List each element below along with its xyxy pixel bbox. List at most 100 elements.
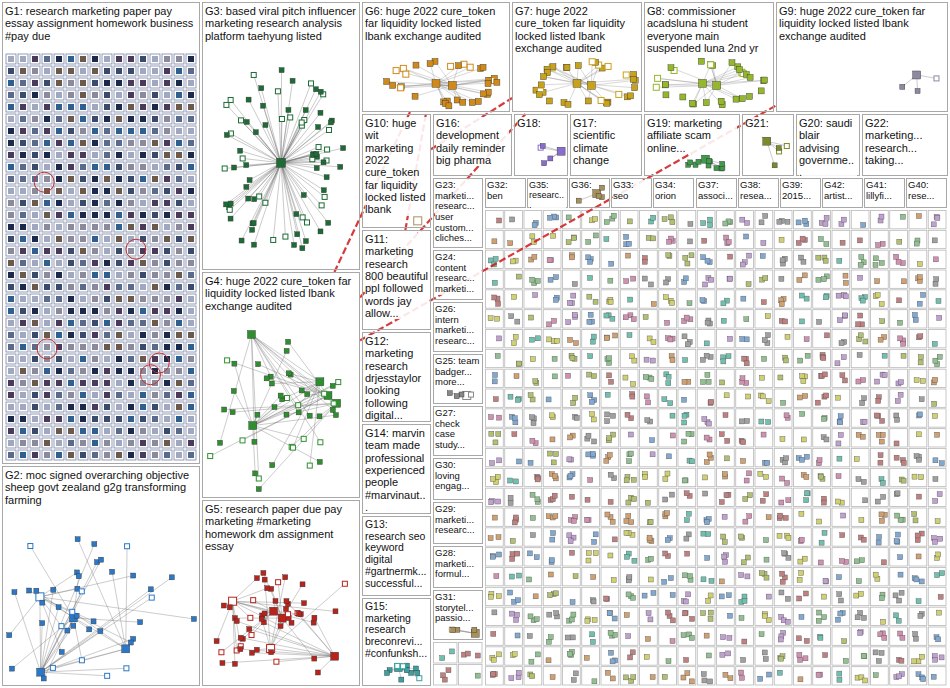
small-group-cell [543,250,561,268]
network-vertex [269,381,274,386]
vertex-tile [138,270,148,280]
vertex-tile [54,114,64,124]
network-edge [289,373,320,381]
vertex-image [116,368,122,374]
network-vertex [224,102,229,107]
vertex-image [20,212,26,218]
network-edge [254,163,281,223]
vertex-tile [42,294,52,304]
network-vertex [541,74,547,80]
vertex-tile [30,198,40,208]
network-vertex [587,81,595,89]
vertex-image [176,68,182,74]
vertex-image [176,344,182,350]
vertex-tile [102,414,112,424]
vertex-image [140,200,146,206]
network-vertex [71,623,76,628]
vertex-tile [114,150,124,160]
network-vertex [746,93,752,99]
vertex-image [92,392,98,398]
network-edge [251,334,258,478]
vertex-tile [138,390,148,400]
network-vertex [28,544,33,549]
vertex-tile [186,186,196,196]
vertex-tile [78,282,88,292]
vertex-tile [174,282,184,292]
network-vertex [284,348,289,353]
vertex-tile [114,354,124,364]
network-vertex [307,463,312,468]
vertex-tile [150,402,160,412]
small-group-cell [890,211,908,229]
network-vertex [460,99,466,105]
vertex-image [32,200,38,206]
network-vertex [309,81,314,86]
network-vertex [776,146,781,151]
network-vertex [454,394,459,399]
small-group-cell [851,211,869,229]
network-edge [41,544,95,672]
small-group-cell [794,230,812,248]
vertex-tile [42,90,52,100]
network-edge [276,656,334,661]
vertex-image [152,212,158,218]
vertex-tile [162,318,172,328]
vertex-image [68,128,74,134]
vertex-image [44,236,50,242]
vertex-image [92,92,98,98]
vertex-image [80,308,86,314]
vertex-tile [174,318,184,328]
vertex-tile [54,402,64,412]
vertex-tile [18,66,28,76]
vertex-tile [186,198,196,208]
highlight-ring [126,239,146,259]
network-edge [396,71,452,86]
vertex-image [104,428,110,434]
vertex-tile [30,114,40,124]
vertex-tile [42,414,52,424]
vertex-tile [66,210,76,220]
vertex-tile [174,150,184,160]
vertex-tile [102,174,112,184]
vertex-image [8,116,14,122]
network-vertex [747,74,753,80]
vertex-image [56,224,62,230]
vertex-image [188,392,194,398]
network-vertex [393,68,399,74]
vertex-image [164,212,170,218]
vertex-tile [90,126,100,136]
vertex-tile [54,378,64,388]
vertex-tile [138,354,148,364]
network-edge [249,629,334,656]
network-vertex [259,86,264,91]
vertex-image [116,380,122,386]
network-edge [671,68,717,86]
vertex-image [68,428,74,434]
vertex-tile [6,414,16,424]
network-edge [36,591,73,618]
vertex-tile [162,90,172,100]
vertex-image [92,272,98,278]
vertex-tile [138,414,148,424]
vertex-tile [6,450,16,460]
vertex-image [32,116,38,122]
network-vertex [550,64,556,70]
vertex-tile [150,366,160,376]
small-group-vertex [627,241,632,246]
vertex-image [56,188,62,194]
vertex-image [164,104,170,110]
network-vertex [131,573,136,578]
vertex-image [92,116,98,122]
small-group-vertex [586,239,591,244]
network-vertex [9,666,14,671]
vertex-tile [66,186,76,196]
vertex-image [152,320,158,326]
network-vertex [714,166,719,171]
network-vertex [253,130,258,135]
vertex-image [80,92,86,98]
network-vertex [316,125,321,130]
vertex-image [32,416,38,422]
vertex-tile [66,306,76,316]
vertex-tile [138,126,148,136]
vertex-image [92,416,98,422]
